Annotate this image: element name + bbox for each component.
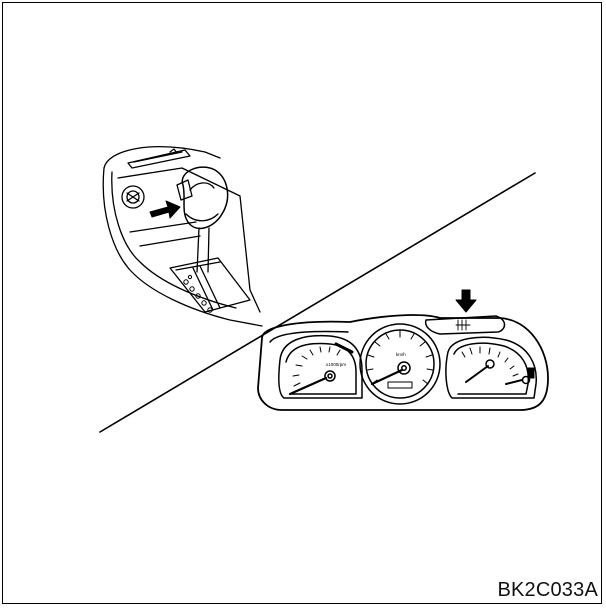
tachometer-unit-label: x1000rpm — [326, 362, 346, 367]
fuel-temp-gauge — [446, 337, 536, 398]
shifter-arrow-icon — [150, 201, 180, 218]
speedometer-unit-label: km/h — [396, 352, 406, 357]
figure-code-label: BK2C033A — [497, 579, 598, 602]
fuel-icon — [528, 368, 534, 378]
instrument-cluster — [258, 315, 548, 410]
tachometer-needle — [290, 378, 326, 394]
tachometer-gauge — [279, 336, 362, 398]
center-console — [103, 147, 262, 326]
speedometer-gauge — [360, 324, 440, 404]
shift-knob — [182, 167, 227, 228]
warning-lamp-symbol — [456, 320, 470, 330]
warning-lamp-arrow-icon — [456, 290, 476, 312]
